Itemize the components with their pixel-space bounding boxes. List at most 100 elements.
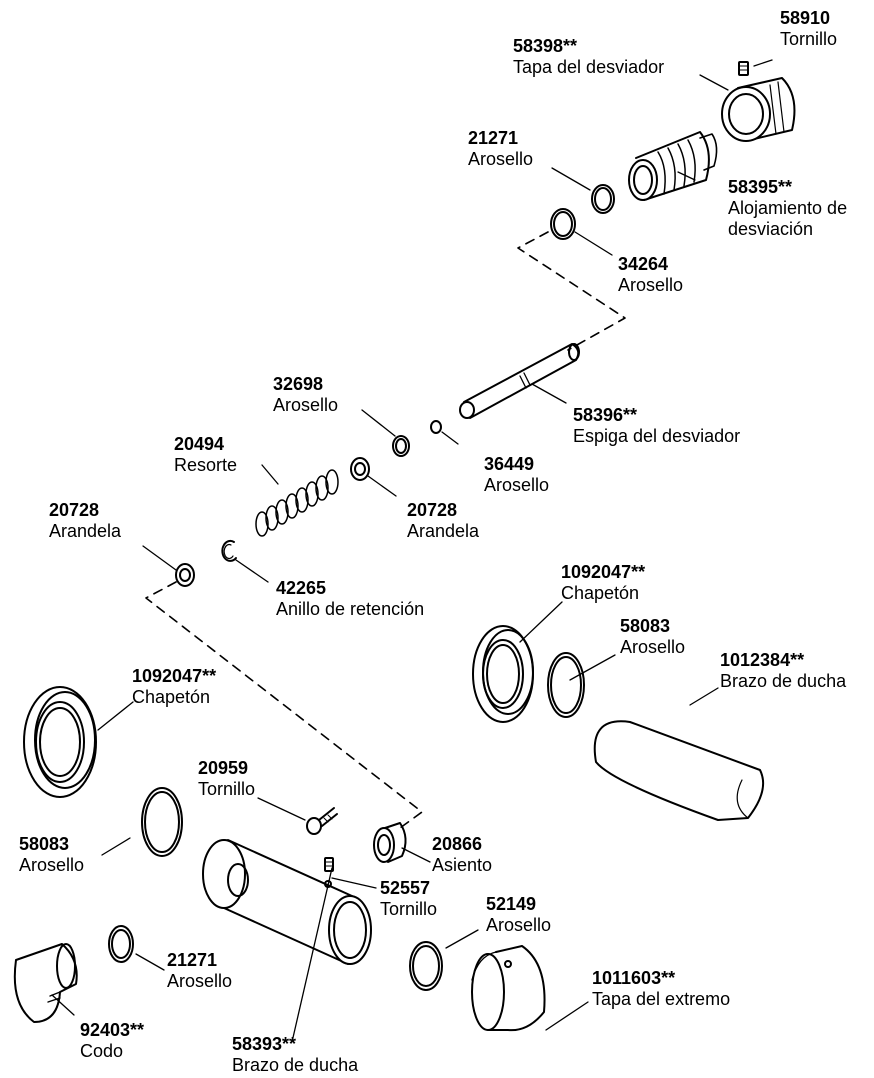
part-number: 21271 (468, 128, 519, 148)
oring-21271-lower-part (108, 925, 134, 963)
part-number: 21271 (167, 950, 218, 970)
assembly-axis-upper (517, 231, 626, 351)
callout-1092047-chapeton-left: 1092047**Chapetón (132, 666, 216, 708)
retaining-ring-42265-part (221, 539, 237, 562)
part-name: Arosello (19, 855, 85, 875)
part-number: 20494 (174, 434, 225, 454)
oring-34264-part (550, 208, 576, 240)
callout-1011603-tapa-extremo: 1011603**Tapa del extremo (592, 968, 730, 1010)
part-name: Alojamiento de (728, 198, 848, 218)
part-number: 58083 (19, 834, 70, 854)
part-name: Arosello (273, 395, 339, 415)
part-name: Tapa del desviador (513, 57, 665, 77)
escutcheon-left-part (23, 686, 97, 798)
part-number: 1092047** (561, 562, 646, 582)
part-name: Brazo de ducha (232, 1055, 359, 1075)
diverter-housing-part (628, 131, 718, 201)
part-number: 92403** (80, 1020, 145, 1040)
part-number: 20728 (407, 500, 458, 520)
callout-1012384-brazo: 1012384**Brazo de ducha (720, 650, 846, 692)
part-name: Asiento (432, 855, 493, 875)
part-name-line-2: desviación (728, 219, 814, 239)
oring-52149-part (409, 941, 443, 991)
part-name: Chapetón (561, 583, 640, 603)
diverter-stem-part (459, 343, 580, 419)
diverter-cap-part (721, 77, 796, 142)
part-number: 20866 (432, 834, 483, 854)
leader-lines (51, 59, 773, 1043)
part-name: Tapa del extremo (592, 989, 731, 1009)
part-number: 58396** (573, 405, 638, 425)
part-name: Codo (80, 1041, 124, 1061)
part-name: Anillo de retención (276, 599, 425, 619)
part-name: Tornillo (780, 29, 838, 49)
callout-1092047-chapeton-right: 1092047**Chapetón (561, 562, 645, 604)
part-number: 1012384** (720, 650, 805, 670)
escutcheon-right-part (472, 625, 534, 723)
part-name: Espiga del desviador (573, 426, 741, 446)
part-number: 1011603** (592, 968, 676, 988)
part-name: Chapetón (132, 687, 211, 707)
callout-58398-tapa-del-desviador: 58398**Tapa del desviador (513, 36, 664, 78)
assembly-axis-lower (145, 581, 423, 829)
part-number: 20959 (198, 758, 249, 778)
part-name: Arosello (484, 475, 550, 495)
part-number: 52557 (380, 878, 431, 898)
screw-58910-part (738, 61, 749, 76)
part-name: Arosello (167, 971, 233, 991)
part-number: 58395** (728, 177, 793, 197)
part-name: Arandela (407, 521, 480, 541)
callout-58396-espiga: 58396**Espiga del desviador (573, 405, 740, 447)
washer-20728-lower-part (175, 563, 195, 587)
shower-arm-body-part (202, 839, 372, 965)
part-number: 34264 (618, 254, 669, 274)
end-cap-1011603-part (471, 945, 546, 1032)
spring-20494-part (255, 469, 339, 537)
elbow-92403-part (13, 943, 78, 1023)
screw-52557-part (324, 857, 334, 872)
oring-36449-part (430, 420, 442, 434)
oring-58083-left-part (141, 787, 183, 857)
part-number: 20728 (49, 500, 100, 520)
screw-20959-part (306, 807, 338, 835)
part-name: Arandela (49, 521, 122, 541)
part-name: Arosello (618, 275, 684, 295)
part-name: Resorte (174, 455, 238, 475)
part-number: 36449 (484, 454, 535, 474)
part-number: 58393** (232, 1034, 297, 1054)
part-number: 58398** (513, 36, 578, 56)
seat-20866-part (373, 822, 407, 863)
part-number: 32698 (273, 374, 324, 394)
part-name: Arosello (620, 637, 686, 657)
oring-58083-right-part (547, 652, 585, 718)
part-name: Tornillo (380, 899, 438, 919)
washer-20728-upper-part (350, 457, 370, 481)
part-number: 58910 (780, 8, 831, 28)
part-number: 1092047** (132, 666, 217, 686)
part-name: Tornillo (198, 779, 256, 799)
part-name: Brazo de ducha (720, 671, 847, 691)
part-number: 52149 (486, 894, 537, 914)
oring-32698-part (392, 435, 410, 457)
part-name: Arosello (468, 149, 534, 169)
part-number: 58083 (620, 616, 671, 636)
part-number: 42265 (276, 578, 327, 598)
